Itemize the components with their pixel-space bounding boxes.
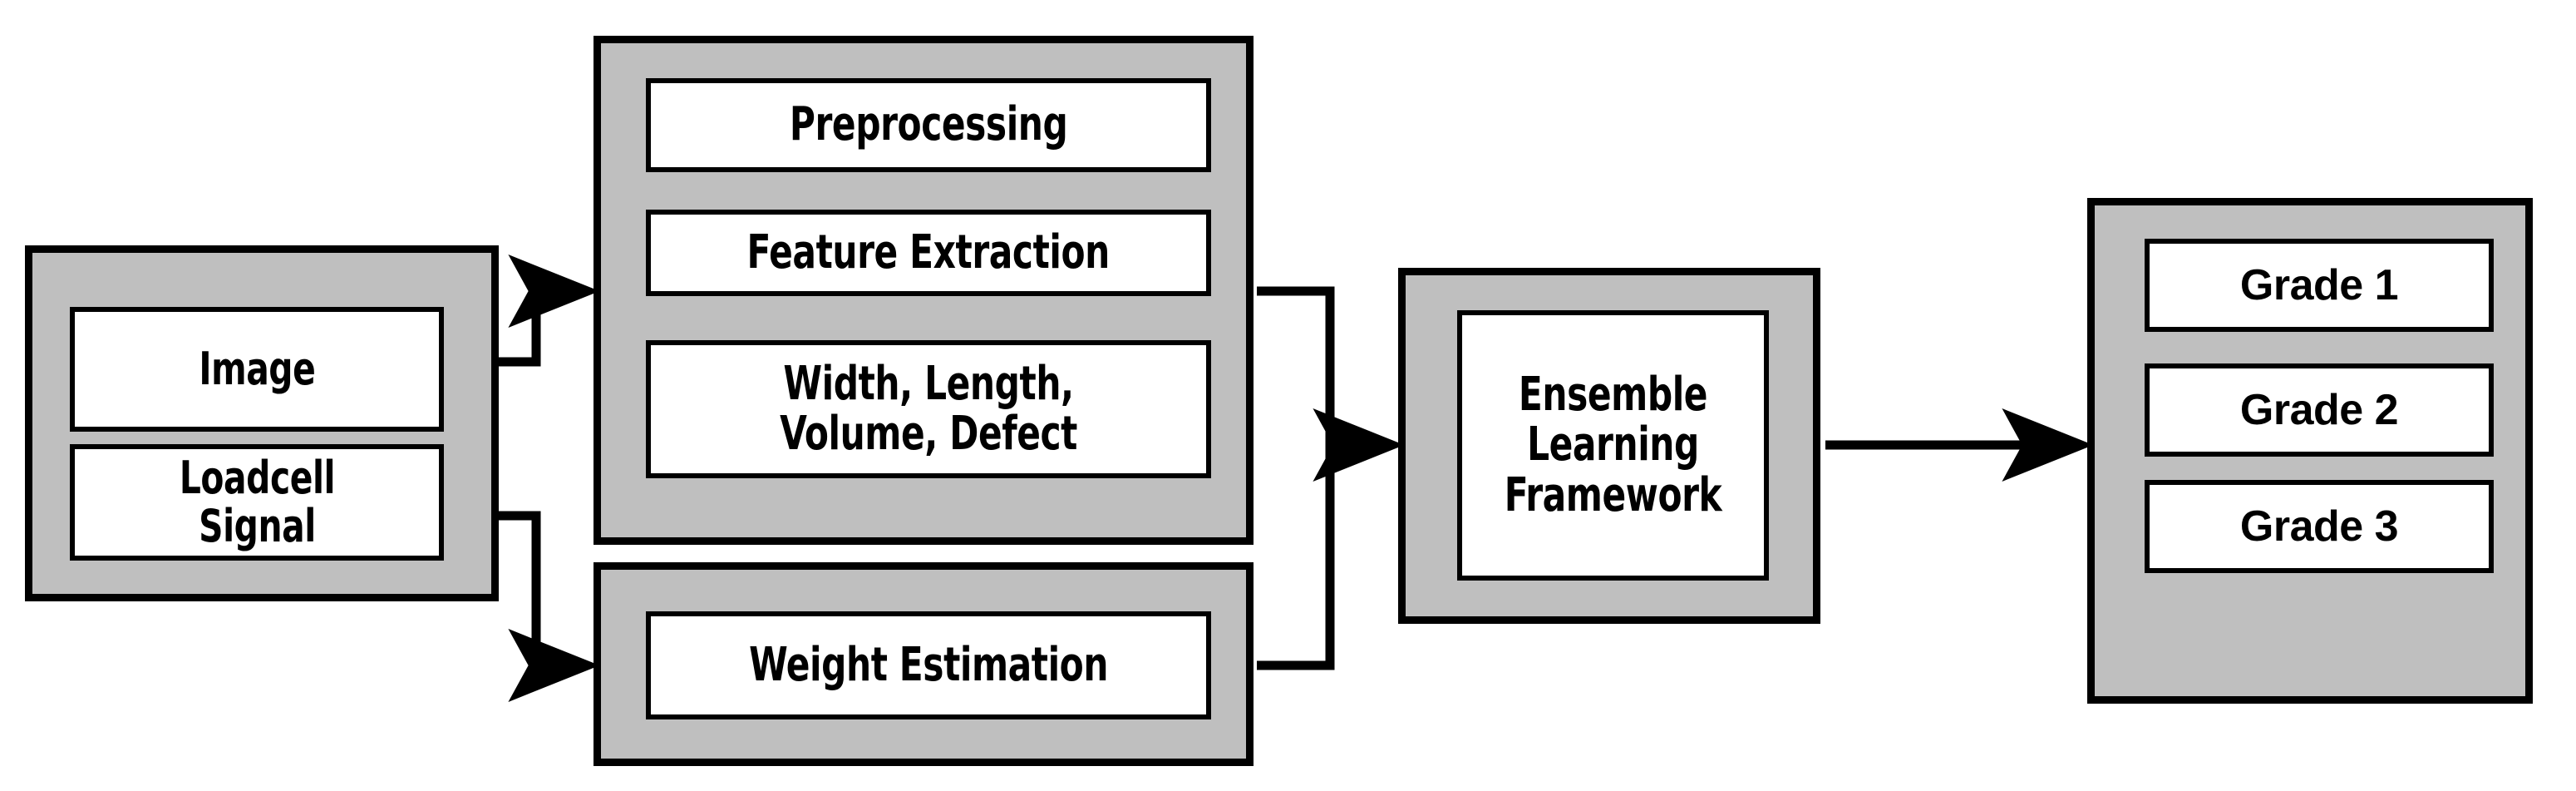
cell-loadcell-signal-label-line1: Loadcell [179, 451, 335, 504]
cell-grade-3-label: Grade 3 [2239, 502, 2399, 551]
cell-grade-2-label: Grade 2 [2239, 385, 2399, 434]
cell-feature-extraction[interactable]: Feature Extraction [646, 210, 1211, 296]
cell-measurements[interactable]: Width, Length, Volume, Defect [646, 340, 1211, 478]
cell-grade-2[interactable]: Grade 2 [2145, 363, 2494, 457]
cell-ensemble-learning-framework[interactable]: Ensemble Learning Framework [1457, 310, 1769, 581]
cell-image-label: Image [198, 342, 316, 395]
cell-grade-1-label: Grade 1 [2239, 260, 2399, 309]
cell-feature-extraction-label: Feature Extraction [746, 225, 1111, 279]
weight-group: Weight Estimation [594, 562, 1254, 766]
cell-preprocessing[interactable]: Preprocessing [646, 78, 1211, 172]
cell-loadcell-signal[interactable]: Loadcell Signal [70, 444, 444, 561]
cell-grade-3[interactable]: Grade 3 [2145, 480, 2494, 573]
cell-weight-estimation[interactable]: Weight Estimation [646, 611, 1211, 719]
connector-vision-to-ensemble [1257, 286, 1335, 445]
cell-ensemble-label-line1: Ensemble Learning [1518, 367, 1708, 472]
cell-measurements-label-line1: Width, Length, [783, 356, 1074, 411]
cell-loadcell-signal-label-line2: Signal [198, 500, 316, 552]
grades-group: Grade 1 Grade 2 Grade 3 [2087, 198, 2533, 704]
cell-image[interactable]: Image [70, 307, 444, 432]
cell-grade-1[interactable]: Grade 1 [2145, 239, 2494, 332]
cell-ensemble-label-line2: Framework [1504, 467, 1722, 522]
vision-pipeline-group: Preprocessing Feature Extraction Width, … [594, 36, 1254, 545]
input-group: Image Loadcell Signal [25, 245, 499, 601]
cell-weight-estimation-label: Weight Estimation [749, 637, 1108, 692]
cell-preprocessing-label: Preprocessing [789, 97, 1068, 152]
ensemble-group: Ensemble Learning Framework [1398, 268, 1820, 624]
connector-weight-to-ensemble [1257, 445, 1335, 670]
cell-measurements-label-line2: Volume, Defect [780, 407, 1077, 461]
